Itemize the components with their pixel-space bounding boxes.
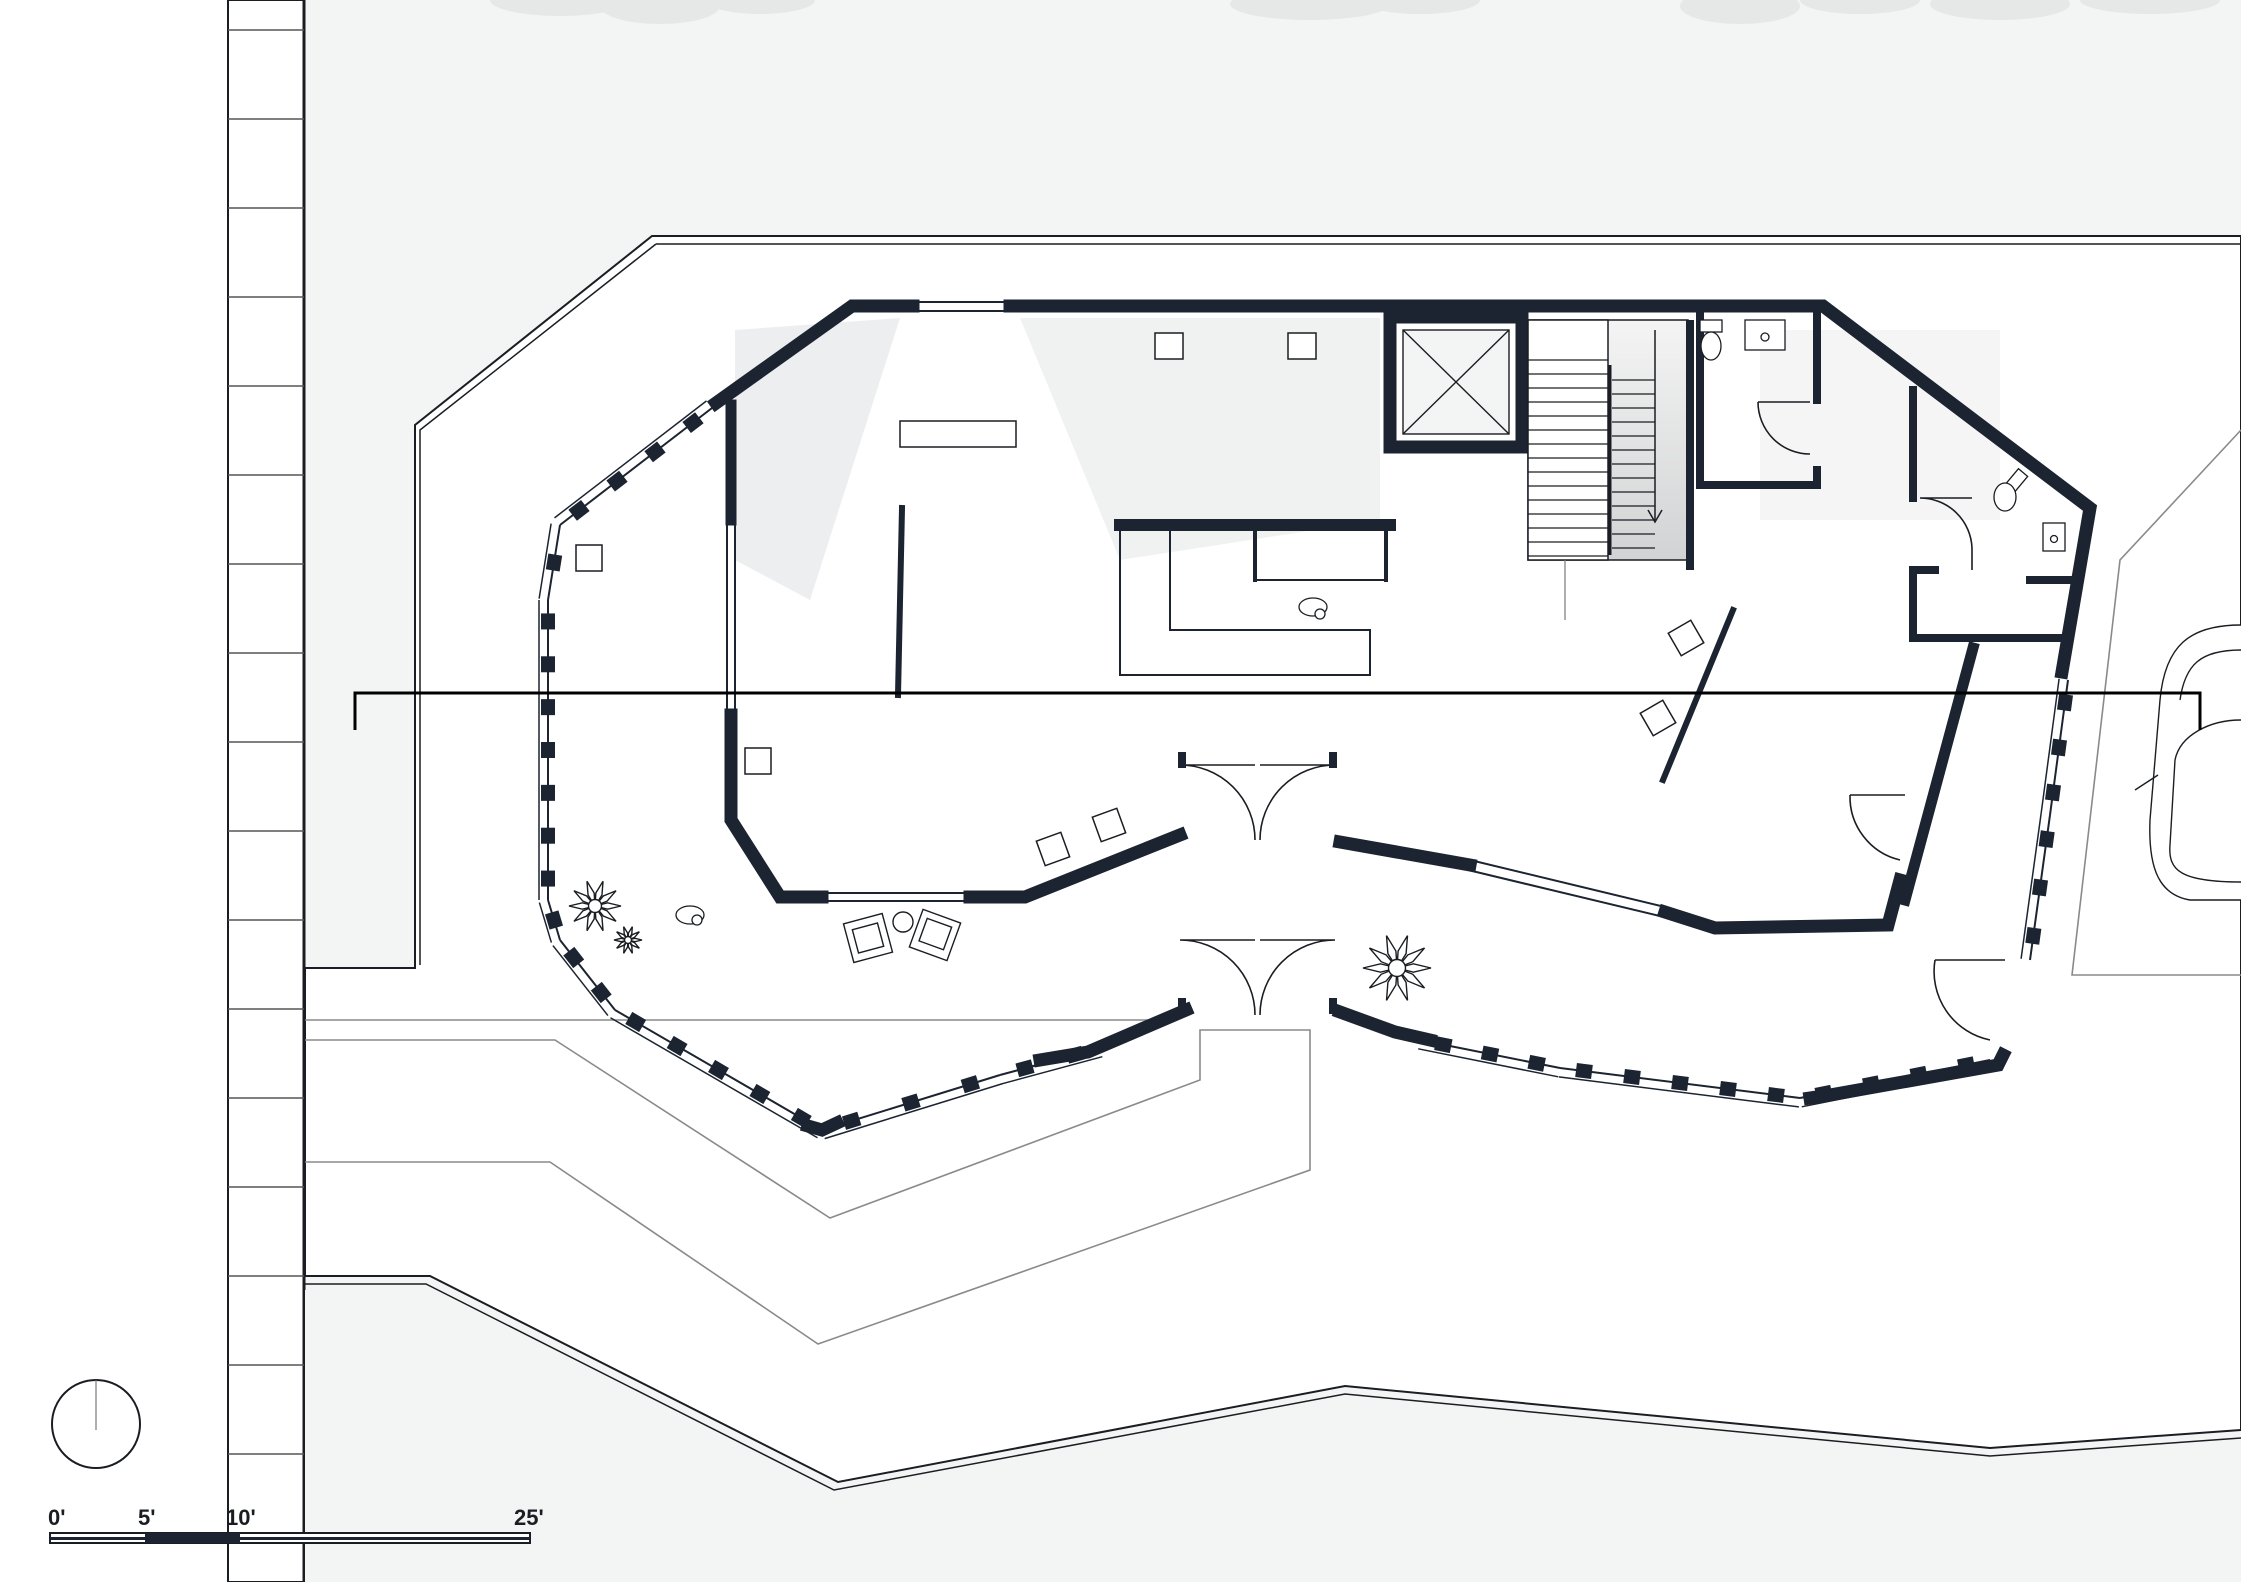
lounge-chair-icon bbox=[842, 908, 962, 964]
section-line bbox=[353, 691, 2202, 730]
staircase bbox=[1527, 319, 1694, 620]
scale-label-0: 0' bbox=[48, 1505, 65, 1530]
walkway-lines bbox=[305, 1019, 1311, 1345]
doors bbox=[1179, 401, 2005, 1041]
sink-icon bbox=[1744, 319, 2066, 552]
sidewalk bbox=[227, 0, 306, 1582]
driveway bbox=[2071, 429, 2241, 976]
toilet-icon bbox=[1699, 319, 2029, 512]
door-jambs bbox=[1178, 752, 1337, 1014]
foliage-top bbox=[490, 0, 2220, 24]
north-arrow-icon bbox=[51, 1379, 141, 1469]
person-icon bbox=[675, 597, 1328, 926]
furniture bbox=[575, 332, 1705, 867]
scale-label-10: 10' bbox=[226, 1505, 256, 1530]
scale-label-25: 25' bbox=[514, 1505, 544, 1530]
plant-icon bbox=[568, 880, 1432, 1001]
scale-label-5: 5' bbox=[138, 1505, 155, 1530]
elevator bbox=[1402, 329, 1510, 435]
scale-bar: 0' 5' 10' 25' bbox=[48, 1505, 544, 1544]
facade-fins bbox=[538, 400, 2073, 1140]
